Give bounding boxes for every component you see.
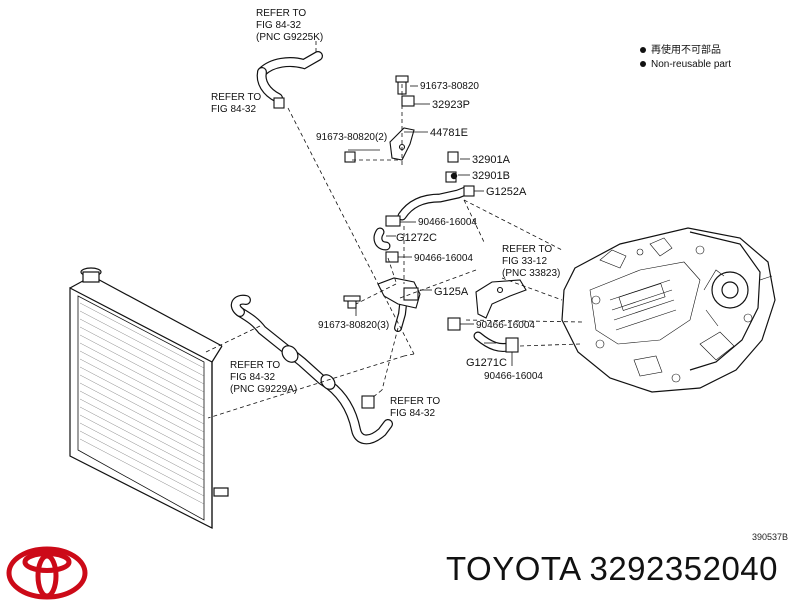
part-label-32901A: 32901A [472,154,511,166]
radiator [69,275,223,529]
part-number-title: TOYOTA 3292352040 [446,550,779,587]
ref-mid-left-line1: REFER TO [230,360,280,371]
ref-upper-left-line2: FIG 84-32 [211,104,256,115]
radiator-hoses [230,51,517,445]
ref-top-line1: REFER TO [256,8,306,19]
part-label-G1271C: G1271C [466,357,507,369]
part-label-clip-4: 90466-16004 [484,371,543,382]
leader-lines [348,85,513,366]
part-label-G125A: G125A [434,286,469,298]
reference-labels: REFER TO FIG 84-32 (PNC G9225K) REFER TO… [211,8,560,419]
ref-upper-left-line1: REFER TO [211,92,261,103]
ref-top-line2: FIG 84-32 [256,20,301,31]
part-label-bolt-3: 91673-80820(3) [318,320,389,331]
ref-right-line3: (PNC 33823) [502,268,560,279]
part-label-44781E: 44781E [430,127,468,139]
bullet-icon [640,47,646,54]
non-reusable-mark [450,172,458,180]
legend: 再使用不可部品 Non-reusable part [640,44,731,72]
part-label-clip-1: 90466-16004 [418,217,477,228]
dashed-reference-lines [205,40,583,419]
legend-item-en: Non-reusable part [640,58,731,72]
part-label-G1272C: G1272C [396,232,437,244]
part-label-clip-2: 90466-16004 [414,253,473,264]
part-label-bolt-top: 91673-80820 [420,81,479,92]
part-label-bolt-2: 91673-80820(2) [316,132,387,143]
legend-jp-text: 再使用不可部品 [651,45,721,56]
legend-item-jp: 再使用不可部品 [640,44,731,58]
ref-right-line1: REFER TO [502,244,552,255]
ref-mid-left-line2: FIG 84-32 [230,372,275,383]
radiator-cap [80,267,229,497]
toyota-logo-icon [6,546,88,600]
ref-bottom-line2: FIG 84-32 [390,408,435,419]
part-label-32923P: 32923P [432,99,470,111]
ref-right-line2: FIG 33-12 [502,256,547,267]
bullet-icon [640,61,646,68]
transmission-assembly [561,227,776,393]
part-label-clip-3: 90466-16004 [476,320,535,331]
part-label-32901B: 32901B [472,170,510,182]
ref-top-line3: (PNC G9225K) [256,32,323,43]
part-label-G1252A: G1252A [486,186,527,198]
diagram-id: 390537B [752,532,789,542]
ref-mid-left-line3: (PNC G9229A) [230,384,297,395]
legend-en-text: Non-reusable part [651,59,732,70]
part-number-labels: 91673-80820 32923P 91673-80820(2) 44781E… [316,81,543,382]
ref-bottom-line1: REFER TO [390,396,440,407]
